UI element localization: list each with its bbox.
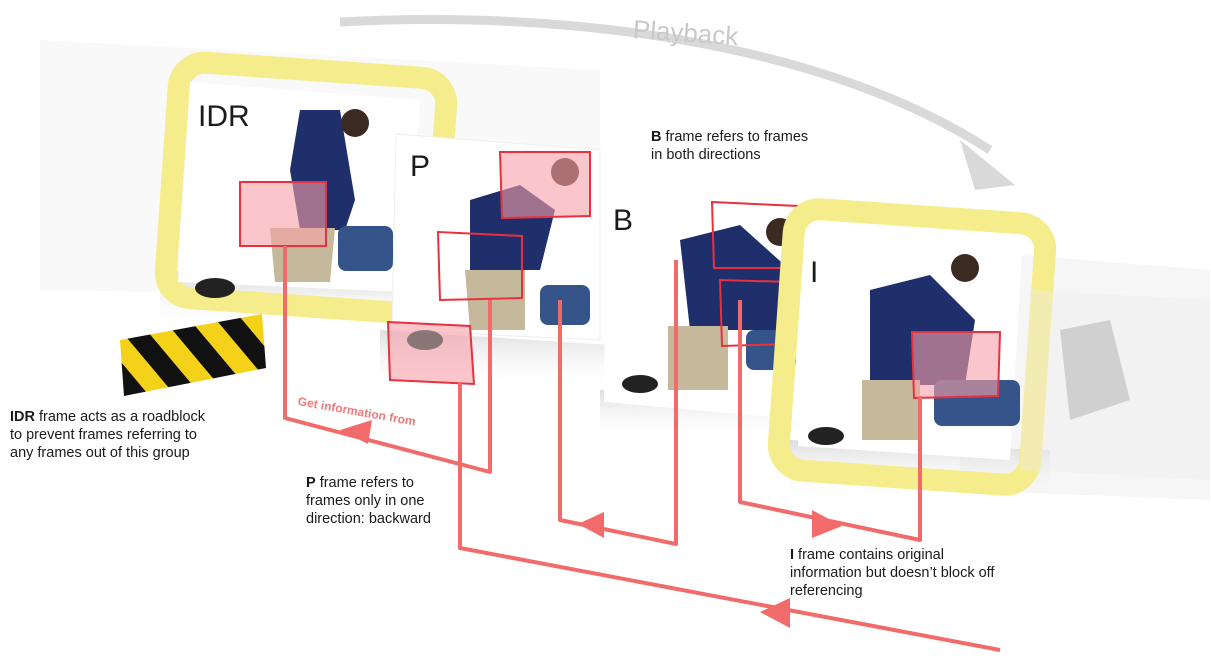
ghost-next-frame [1020,290,1210,480]
note-idr-line2: to prevent frames referring to [10,426,240,444]
arrowhead-long-icon [760,598,790,628]
note-idr-line1: frame acts as a roadblock [35,409,205,425]
note-idr: IDR frame acts as a roadblock to prevent… [10,408,240,462]
frame-label-idr: IDR [198,102,250,132]
note-i: I frame contains original information bu… [790,546,1050,600]
arrowhead-b-icon [578,512,604,538]
note-idr-line3: any frames out of this group [10,444,240,462]
roadblock-stripes [120,314,266,396]
region-i [912,332,1000,398]
note-p-line3: direction: backward [306,510,476,528]
note-i-line1: frame contains original [794,547,944,563]
note-b-line1: frame refers to frames [661,129,808,145]
frame-i [777,208,1047,487]
note-idr-bold: IDR [10,409,35,425]
note-p: P frame refers to frames only in one dir… [306,474,476,528]
region-idr [240,182,326,246]
frame-label-i: I [810,258,818,288]
arrowhead-i-icon [812,510,842,538]
note-b-bold: B [651,129,661,145]
note-p-line2: frames only in one [306,492,476,510]
note-b: B frame refers to frames in both directi… [651,128,871,164]
note-i-line2: information but doesn’t block off [790,564,1050,582]
note-i-line3: referencing [790,582,1050,600]
frame-label-p: P [410,152,430,182]
arrowhead-idr-icon [340,420,372,444]
note-p-line1: frame refers to [316,475,414,491]
frame-label-b: B [613,206,633,236]
region-p-top [500,152,590,218]
note-p-bold: P [306,475,316,491]
note-b-line2: in both directions [651,146,871,164]
